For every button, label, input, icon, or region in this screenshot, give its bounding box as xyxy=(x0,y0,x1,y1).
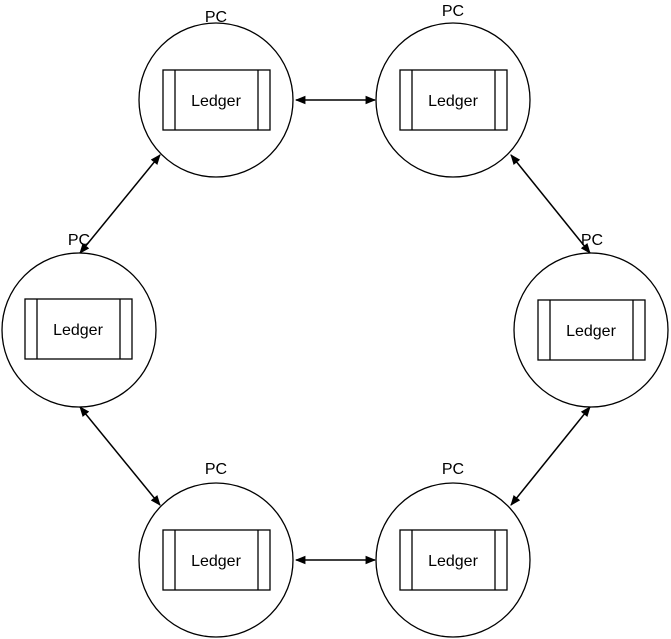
pc-label: PC xyxy=(442,461,464,478)
pc-node-right: PC Ledger xyxy=(513,232,669,408)
ledger-label: Ledger xyxy=(191,93,241,110)
pc-label: PC xyxy=(205,9,227,26)
ledger-label: Ledger xyxy=(428,553,478,570)
connections xyxy=(79,95,591,565)
pc-label: PC xyxy=(581,232,603,249)
pc-label: PC xyxy=(205,461,227,478)
connection-right-to-bottom-right xyxy=(510,406,591,506)
ledger-box xyxy=(162,529,271,591)
ledger-box xyxy=(399,69,508,131)
pc-label: PC xyxy=(442,3,464,20)
pc-node-bottom-left: PC Ledger xyxy=(138,461,294,638)
pc-node-top-left: PC Ledger xyxy=(138,9,294,178)
ledger-label: Ledger xyxy=(191,553,241,570)
ledger-box xyxy=(399,529,508,591)
connection-top-right-to-right xyxy=(510,154,591,254)
pc-label: PC xyxy=(68,232,90,249)
connection-left-to-top-left xyxy=(79,154,161,254)
ledger-label: Ledger xyxy=(566,323,616,340)
ledger-label: Ledger xyxy=(53,322,103,339)
pc-node-top-right: PC Ledger xyxy=(375,3,531,178)
ledger-box xyxy=(537,299,646,361)
ledger-label: Ledger xyxy=(428,93,478,110)
connection-bottom-left-to-left xyxy=(79,406,161,506)
pc-node-bottom-right: PC Ledger xyxy=(375,461,531,638)
pc-node-left: PC Ledger xyxy=(1,232,157,408)
ledger-box xyxy=(24,298,133,360)
ledger-box xyxy=(162,69,271,131)
